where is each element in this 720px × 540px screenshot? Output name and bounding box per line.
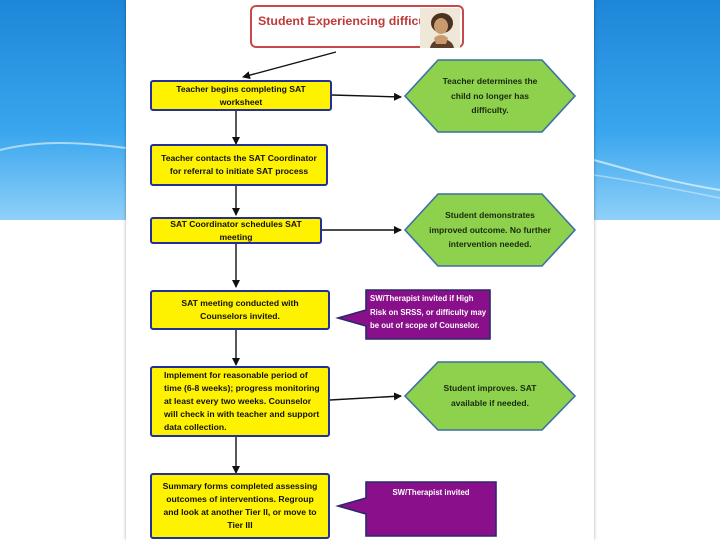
- step-2: Teacher contacts the SAT Coordinator for…: [150, 144, 328, 186]
- flowchart-page: Student Experiencing difficulty Teacher …: [126, 0, 594, 540]
- callout-shape-2: [335, 481, 497, 537]
- step-3-label: SAT Coordinator schedules SAT meeting: [170, 218, 302, 242]
- step-5-label: Implement for reasonable period of time …: [164, 370, 320, 432]
- background-swoosh: [0, 142, 720, 199]
- step-6-label: Summary forms completed assessing outcom…: [162, 481, 318, 530]
- callout-shape-1: [335, 289, 491, 340]
- step-1: Teacher begins completing SAT worksheet: [150, 80, 332, 111]
- step-4-label: SAT meeting conducted with Counselors in…: [181, 298, 299, 321]
- outcome-1-label: Teacher determines the child no longer h…: [442, 75, 538, 116]
- outcome-2-label: Student demonstrates improved outcome. N…: [429, 209, 551, 250]
- callout-2-label: SW/Therapist invited: [392, 488, 470, 497]
- outcome-hexagon-3: [403, 361, 577, 431]
- connector-layer: [232, 51, 577, 537]
- start-box: Student Experiencing difficulty: [250, 5, 464, 48]
- outcome-hexagon-2: [403, 193, 577, 267]
- arrow-step5-to-outcome3: [329, 392, 402, 401]
- arrow-step1-to-outcome1: [331, 92, 402, 101]
- child-photo-icon: [420, 8, 460, 48]
- outcome-1-label-box: Teacher determines the child no longer h…: [432, 66, 548, 126]
- callout-1-label: SW/Therapist invited if High Risk on SRS…: [370, 294, 487, 331]
- step-2-label: Teacher contacts the SAT Coordinator for…: [161, 153, 317, 176]
- step-4: SAT meeting conducted with Counselors in…: [150, 290, 330, 330]
- step-6: Summary forms completed assessing outcom…: [150, 473, 330, 539]
- arrow-title-to-step1: [242, 51, 337, 80]
- flowchart-title: Student Experiencing difficulty: [258, 14, 441, 28]
- outcome-3-label: Student improves. SAT available if neede…: [443, 383, 537, 408]
- outcome-2-label-box: Student demonstrates improved outcome. N…: [428, 200, 552, 260]
- outcome-3-label-box: Student improves. SAT available if neede…: [432, 370, 548, 422]
- outcome-hexagon-1: [403, 59, 577, 133]
- step-3: SAT Coordinator schedules SAT meeting: [150, 217, 322, 244]
- step-5: Implement for reasonable period of time …: [150, 366, 330, 437]
- step-1-label: Teacher begins completing SAT worksheet: [176, 83, 306, 107]
